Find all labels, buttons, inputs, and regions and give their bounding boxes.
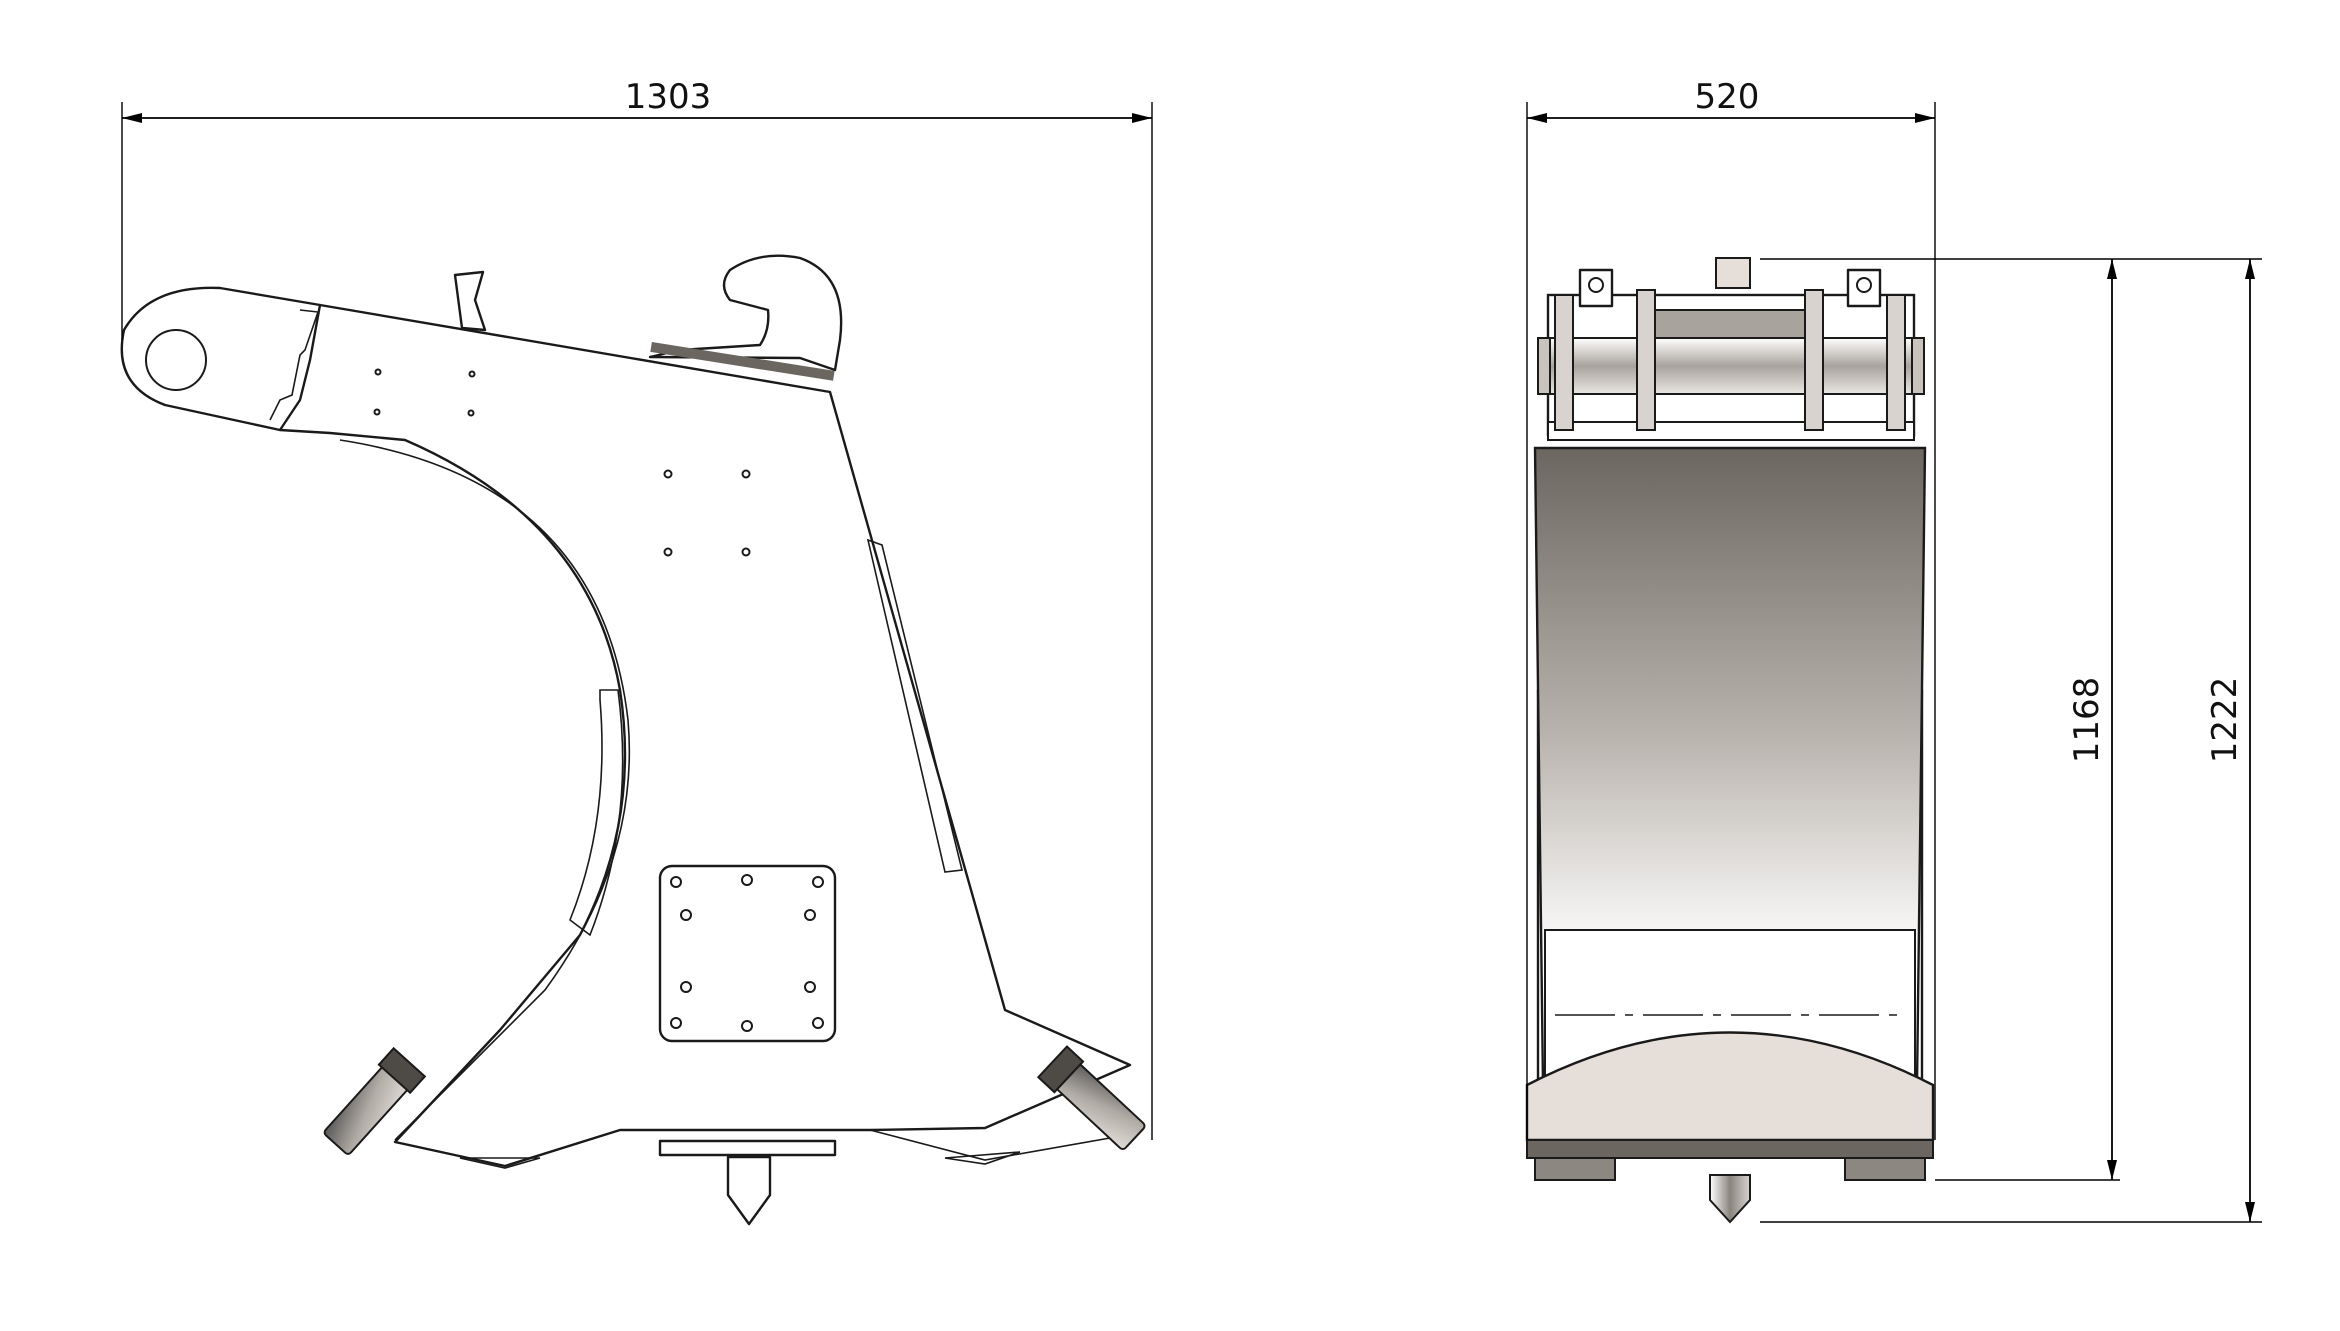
mount-hole	[804, 909, 816, 921]
top-hook	[648, 254, 843, 372]
mount-hole	[741, 1020, 753, 1032]
arm-bolt-hole	[374, 368, 382, 376]
plate-bolt-hole	[741, 547, 751, 557]
lug-right	[1846, 268, 1882, 308]
front-view: 520 1168 1222	[1525, 77, 2262, 1224]
bottom-cap	[1525, 1031, 1935, 1142]
height-overall-dimension-label: 1222	[2205, 677, 2245, 764]
bottom-foot-left	[1534, 1157, 1616, 1181]
top-center-block	[1651, 309, 1808, 339]
top-shaft	[1549, 337, 1913, 395]
plate-bolt-hole	[663, 547, 673, 557]
pivot-hole	[145, 329, 207, 391]
left-tooth	[323, 1046, 427, 1155]
depth-dimension-label: 520	[1695, 77, 1760, 117]
rib-inner-right	[1804, 289, 1824, 431]
rib-outer-left	[1554, 294, 1574, 431]
right-tooth	[1036, 1045, 1146, 1151]
top-lug	[453, 270, 487, 332]
lug-center	[1715, 257, 1751, 289]
mounting-plate	[658, 864, 837, 1043]
pivot-arm	[120, 286, 322, 432]
bottom-foot-right	[1844, 1157, 1926, 1181]
mount-hole	[741, 874, 753, 886]
shaft-cap-right	[1911, 337, 1925, 395]
width-dimension-label: 1303	[625, 77, 712, 117]
side-plate-body	[278, 303, 1132, 1168]
mount-hole	[812, 1017, 824, 1029]
mount-hole	[670, 1017, 682, 1029]
left-rib	[569, 689, 624, 937]
right-rib	[866, 538, 963, 873]
mount-hole	[680, 981, 692, 993]
shaft-base-plate	[1547, 421, 1915, 441]
bottom-wear-pad	[459, 1151, 1021, 1169]
arm-bolt-hole	[468, 370, 476, 378]
rib-outer-right	[1886, 294, 1906, 431]
arm-bolt-hole	[467, 409, 475, 417]
shaft-cap-left	[1537, 337, 1551, 395]
side-view: 1303	[120, 77, 1153, 1226]
inner-curve-edge	[339, 439, 631, 1141]
bottom-block	[658, 1139, 837, 1157]
bottom-base-plate	[1526, 1139, 1934, 1159]
rib-inner-left	[1636, 289, 1656, 431]
center-pin-body	[726, 1155, 772, 1226]
arm-bracket	[269, 309, 320, 421]
mount-hole	[680, 909, 692, 921]
arm-bolt-hole	[373, 408, 381, 416]
mount-hole	[804, 981, 816, 993]
mount-hole	[812, 876, 824, 888]
front-center-pin	[1709, 1174, 1751, 1224]
lug-right-hole	[1856, 277, 1872, 293]
lug-left-hole	[1588, 277, 1604, 293]
hook-plate	[650, 341, 835, 381]
plate-bolt-hole	[741, 469, 751, 479]
mount-hole	[670, 876, 682, 888]
height-body-dimension-label: 1168	[2067, 677, 2107, 764]
plate-bolt-hole	[663, 469, 673, 479]
